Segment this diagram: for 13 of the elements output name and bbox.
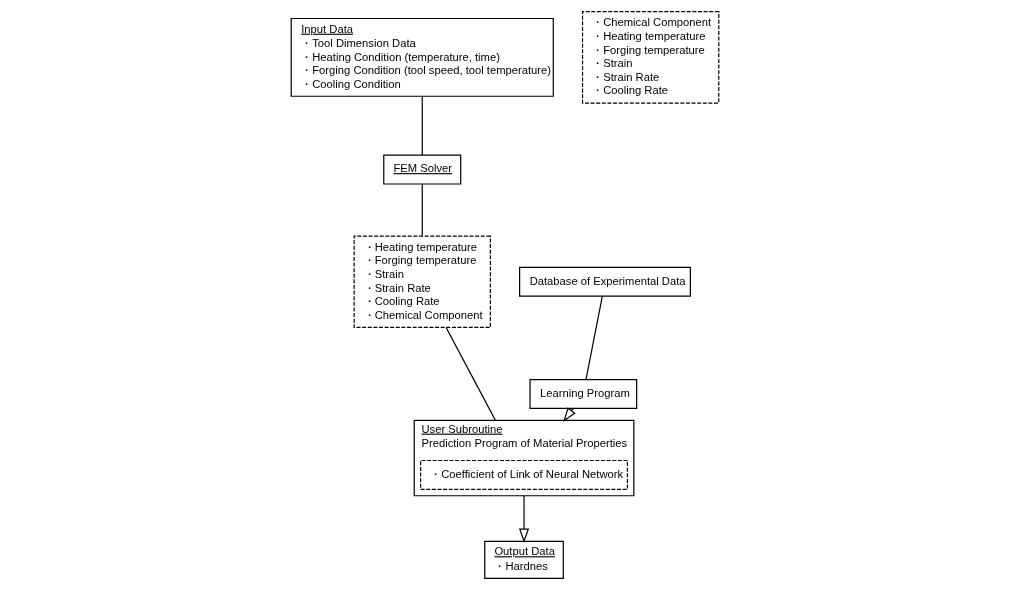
node-box: Input Data ・Tool Dimension Data ・Heating Condition (temperature, time) ・Forging Condition (tool speed, tool temperature) ・Cooling Condition xyxy=(290,17,554,97)
arrow xyxy=(518,495,529,544)
node-box: ・Coefficient of Link of Neural Network xyxy=(419,459,628,490)
connector xyxy=(421,183,423,237)
node-box: ・Heating temperature ・Forging temperature ・Strain ・Strain Rate ・Cooling Rate ・Chemical Component xyxy=(353,235,491,329)
node-box: ・Chemical Component ・Heating temperature ・Forging temperature ・Strain ・Strain Rate ・Cooling Rate xyxy=(581,11,719,104)
connector xyxy=(585,295,603,380)
node-box: Learning Program xyxy=(528,378,637,409)
connector xyxy=(445,326,496,422)
connector xyxy=(421,95,423,156)
node-box: Output Data ・Hardnes xyxy=(483,540,564,579)
node-box: FEM Solver xyxy=(382,154,461,185)
node-box: Database of Experimental Data xyxy=(518,266,691,297)
